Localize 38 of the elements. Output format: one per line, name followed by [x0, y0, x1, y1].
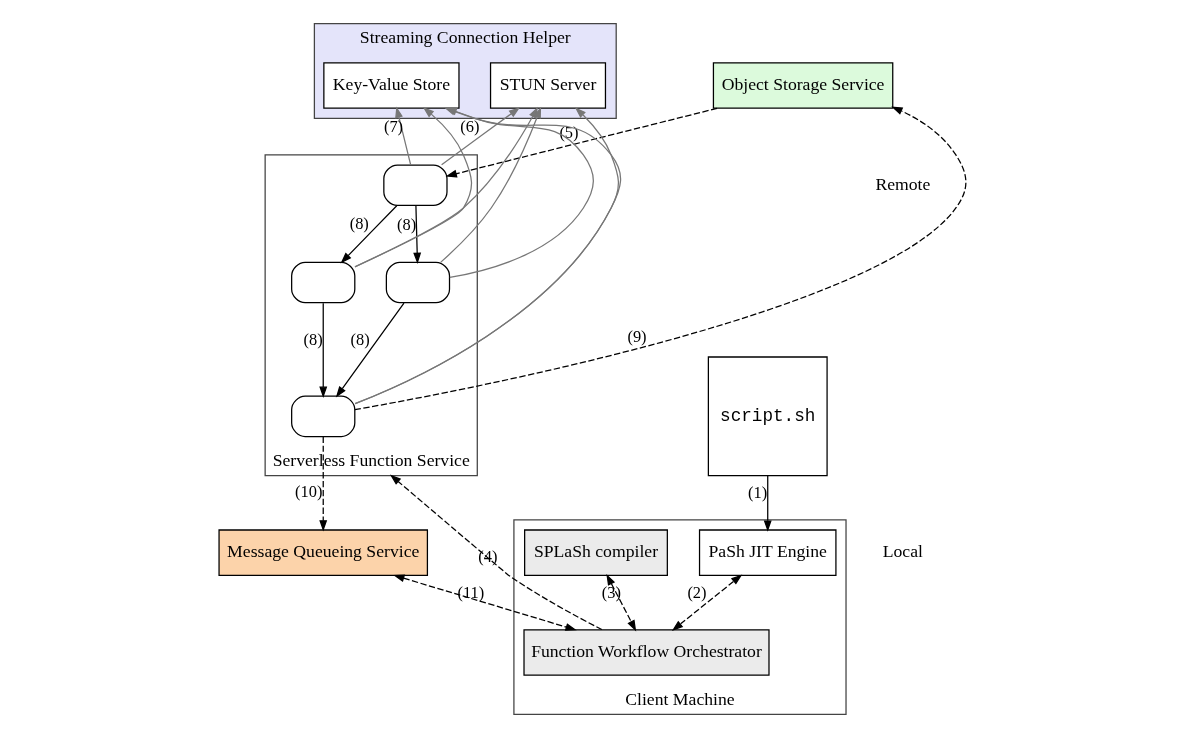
arrow [763, 475, 772, 532]
node-box: script.sh [707, 356, 828, 477]
arrow [412, 205, 421, 264]
edge-label: (1) [747, 483, 767, 503]
arrow [671, 574, 742, 631]
node-box: PaSh JIT Engine [698, 529, 837, 577]
arrow [340, 205, 397, 264]
node-box [290, 261, 355, 304]
node-box [290, 395, 355, 438]
node-box [385, 261, 450, 304]
edge-label: (7) [383, 116, 403, 136]
arrow [605, 573, 636, 632]
edge-label: (5) [558, 123, 579, 143]
node-box: Object Storage Service [712, 62, 893, 109]
edge-label: (6) [459, 117, 479, 137]
node-box [382, 164, 448, 207]
label: Local [882, 541, 923, 562]
node-box: SPLaSh compiler [523, 529, 668, 577]
node-box: STUN Server [489, 62, 606, 109]
edge-label: (8) [396, 214, 416, 234]
label: Remote [874, 173, 930, 194]
node-box: Function Workflow Orchestrator [522, 629, 770, 676]
edge-label: (9) [626, 326, 647, 346]
edge-label: (8) [349, 214, 369, 234]
edge-label: (10) [294, 481, 322, 501]
edge-label: (3) [601, 583, 621, 603]
edge-label: (11) [456, 583, 484, 603]
edge-label: (2) [686, 583, 707, 603]
node-box: Message Queueing Service [217, 529, 428, 577]
edge-label: (8) [350, 330, 370, 350]
edge-label: (8) [303, 329, 323, 349]
edge-label: (4) [477, 546, 498, 566]
arrow [335, 302, 405, 398]
arrow [318, 436, 327, 532]
arrow [392, 574, 577, 631]
node-box: Key-Value Store [322, 62, 460, 109]
arrow [389, 474, 602, 631]
arrow [318, 302, 327, 398]
